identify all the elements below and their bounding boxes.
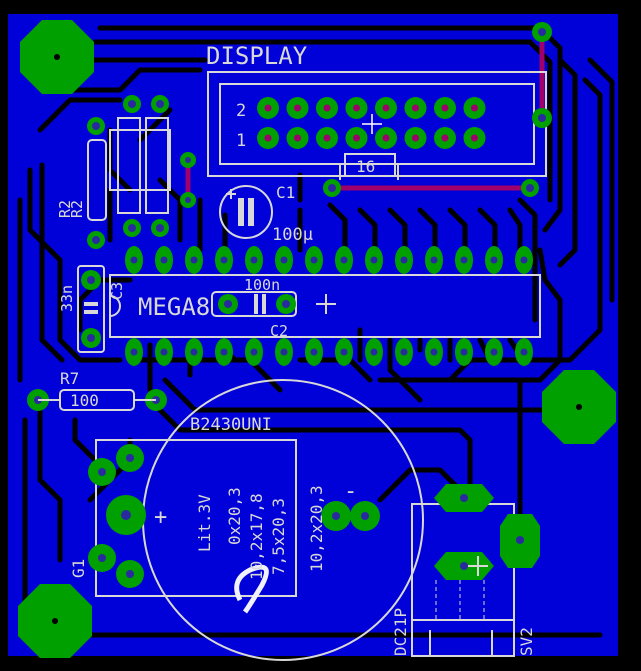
mcu-pad-top-1-hole — [130, 256, 138, 264]
battery-size-4: 10,2x20,3 — [307, 485, 326, 572]
mcu-pad-bottom-13-hole — [490, 348, 498, 356]
display-pin1-label: 1 — [236, 131, 246, 151]
mcu-mega8 — [109, 246, 541, 366]
capacitor-c1 — [219, 185, 273, 239]
g1-label: G1 — [69, 559, 88, 578]
display-pin2-label: 2 — [236, 101, 246, 121]
mcu-pad-bottom-1-hole — [130, 348, 138, 356]
mcu-pad-bottom-12-hole — [460, 348, 468, 356]
mcu-pad-bottom-3-hole — [190, 348, 198, 356]
mcu-label: MEGA8 — [138, 293, 210, 321]
mcu-pad-bottom-10-hole — [400, 348, 408, 356]
resistor-cluster — [87, 95, 196, 249]
mcu-pad-bottom-9-hole — [370, 348, 378, 356]
display-pad-row1-7-hole — [441, 134, 449, 142]
mcu-pad-bottom-4-hole — [220, 348, 228, 356]
mcu-pad-top-7-hole — [310, 256, 318, 264]
c3-value: 33n — [58, 285, 76, 312]
display-pad-row2-3-hole — [323, 104, 331, 112]
mcu-pad-top-2-hole — [160, 256, 168, 264]
mcu-pad-bottom-11-hole — [430, 348, 438, 356]
battery-label: B2430UNI — [190, 415, 272, 435]
mcu-pad-top-8-hole — [340, 256, 348, 264]
display-pad-row2-1-hole — [264, 104, 272, 112]
sv2-label: SV2 — [517, 627, 536, 656]
dc21p-connector — [411, 484, 540, 657]
battery-size-2: 10,2x17,8 — [247, 493, 266, 580]
display-connector — [207, 71, 547, 180]
display-pin16-label: 16 — [356, 157, 375, 176]
display-pad-row1-2-hole — [294, 134, 301, 142]
display-pad-row1-6-hole — [412, 134, 419, 142]
c1-label: C1 — [276, 183, 295, 202]
mcu-pad-top-11-hole — [430, 256, 438, 264]
mcu-pad-bottom-2-hole — [160, 348, 168, 356]
display-pad-row1-8-hole — [471, 134, 478, 142]
mcu-pad-top-5-hole — [250, 256, 258, 264]
mcu-pad-top-12-hole — [460, 256, 468, 264]
r7-label: R7 — [60, 369, 79, 388]
mcu-pad-top-6-hole — [280, 256, 288, 264]
mcu-pad-bottom-6-hole — [280, 348, 288, 356]
capacitor-c3 — [77, 265, 105, 353]
display-pad-row2-6-hole — [412, 104, 419, 112]
crosshair-marker — [362, 114, 382, 134]
vias-top-right — [323, 22, 552, 197]
display-pad-row2-5-hole — [382, 104, 390, 112]
battery-plus: + — [154, 505, 167, 530]
r7-value: 100 — [70, 391, 99, 410]
resistor-r7 — [27, 389, 167, 411]
battery-size-1: 0x20,3 — [225, 487, 244, 545]
dc21p-label: DC21P — [391, 608, 410, 656]
c2-label: C2 — [270, 322, 288, 340]
mcu-pad-top-10-hole — [400, 256, 408, 264]
mcu-pad-top-9-hole — [370, 256, 378, 264]
display-pad-row2-8-hole — [471, 104, 478, 112]
display-pad-row1-3-hole — [323, 134, 331, 142]
battery-minus: - — [344, 479, 357, 504]
mounting-holes — [18, 20, 616, 658]
mcu-pad-top-4-hole — [220, 256, 228, 264]
r2-label: R2 — [56, 200, 74, 218]
display-pad-row1-1-hole — [264, 134, 272, 142]
battery-type: Lit.3V — [195, 494, 214, 552]
display-pad-row2-4-hole — [353, 104, 360, 112]
copper-traces — [17, 25, 615, 638]
c3-label: C3 — [108, 282, 126, 300]
display-pad-row2-7-hole — [441, 104, 449, 112]
battery-holder — [88, 379, 424, 661]
mcu-pad-bottom-8-hole — [340, 348, 348, 356]
capacitor-c2 — [211, 291, 336, 317]
display-pad-row1-5-hole — [382, 134, 390, 142]
mcu-pad-bottom-7-hole — [310, 348, 318, 356]
c2-value: 100n — [244, 276, 280, 294]
display-pad-row1-4-hole — [353, 134, 360, 142]
mcu-pad-bottom-5-hole — [250, 348, 258, 356]
battery-size-3: 7,5x20,3 — [269, 498, 288, 575]
mcu-pad-top-3-hole — [190, 256, 198, 264]
mcu-pad-top-13-hole — [490, 256, 498, 264]
c1-value: 100µ — [272, 225, 313, 245]
display-pad-row2-2-hole — [294, 104, 301, 112]
mcu-pad-top-14-hole — [520, 256, 528, 264]
mcu-pad-bottom-14-hole — [520, 348, 528, 356]
display-label: DISPLAY — [206, 42, 308, 70]
r2-alt-label: R2 — [68, 200, 86, 218]
